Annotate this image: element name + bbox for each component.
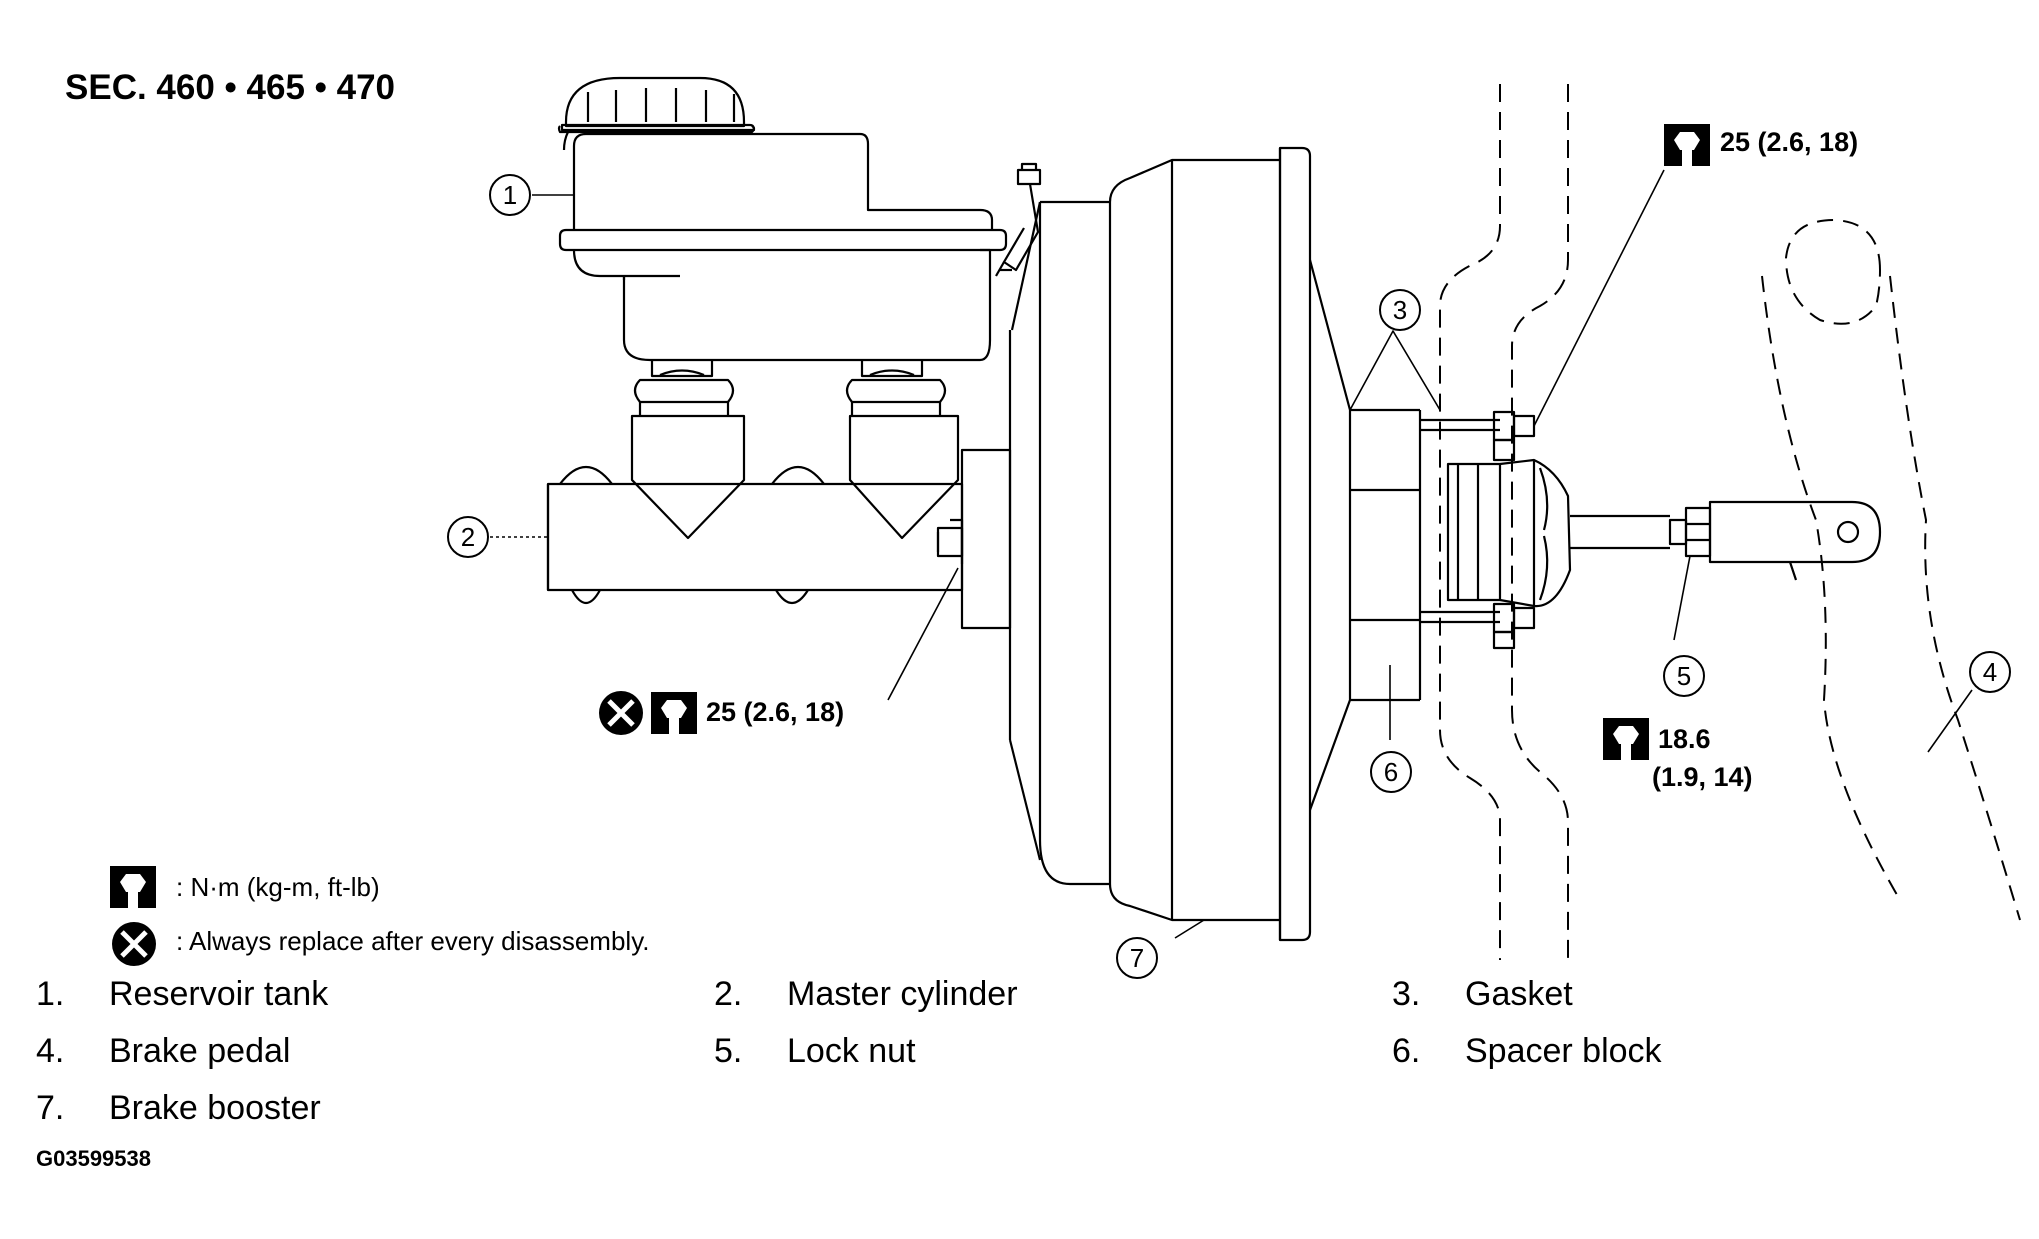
part-number: 6. [1392,1032,1421,1070]
figure-id: G03599538 [36,1146,151,1171]
part-number: 2. [714,975,743,1013]
legend-replace-note: : Always replace after every disassembly… [164,926,649,957]
part-name: Spacer block [1465,1032,1662,1070]
legend-torque-units: : N·m (kg-m, ft-lb) [164,872,380,903]
part-name: Brake pedal [109,1032,291,1070]
torque-top-right: 25 (2.6, 18) [1720,127,1859,157]
part-name: Lock nut [787,1032,916,1070]
spacer-block [1420,410,1882,650]
callout-4: 4 [1983,657,1997,687]
part-number: 7. [36,1089,65,1127]
legend-torque-units-text: : N·m (kg-m, ft-lb) [176,872,380,902]
torque-master-cylinder-nut: 25 (2.6, 18) [706,697,845,727]
brake-pedal [1761,219,2021,921]
torque-wrench-icon [1603,718,1649,760]
callout-circles [447,174,2011,979]
part-number: 1. [36,975,65,1013]
callout-7: 7 [1130,943,1144,973]
dash-panel [1439,84,1569,960]
leader-lines [490,169,1973,939]
part-number: 3. [1392,975,1421,1013]
callout-5: 5 [1677,661,1691,691]
part-name: Gasket [1465,975,1573,1013]
torque-wrench-icon [1664,124,1710,166]
callout-2: 2 [461,522,475,552]
callout-1: 1 [503,180,517,210]
check-valve [995,162,1042,277]
torque-wrench-icon [110,866,156,908]
section-header: SEC. 460 • 465 • 470 [65,68,396,107]
legend-replace-note-text: : Always replace after every disassembly… [176,926,650,956]
callout-6: 6 [1384,757,1398,787]
part-name: Reservoir tank [109,975,329,1013]
replace-x-icon [112,922,156,966]
part-number: 4. [36,1032,65,1070]
torque-wrench-icon [651,692,697,734]
part-name: Brake booster [109,1089,321,1127]
replace-x-icon [599,691,643,735]
brake-booster [1008,146,1422,942]
part-number: 5. [714,1032,743,1070]
torque-lock-nut-value: 18.6 [1658,724,1711,754]
reservoir-tank [557,76,1008,362]
part-name: Master cylinder [787,975,1018,1013]
callout-3: 3 [1393,295,1407,325]
torque-lock-nut-imperial: (1.9, 14) [1652,762,1753,792]
master-cylinder [546,360,1012,630]
